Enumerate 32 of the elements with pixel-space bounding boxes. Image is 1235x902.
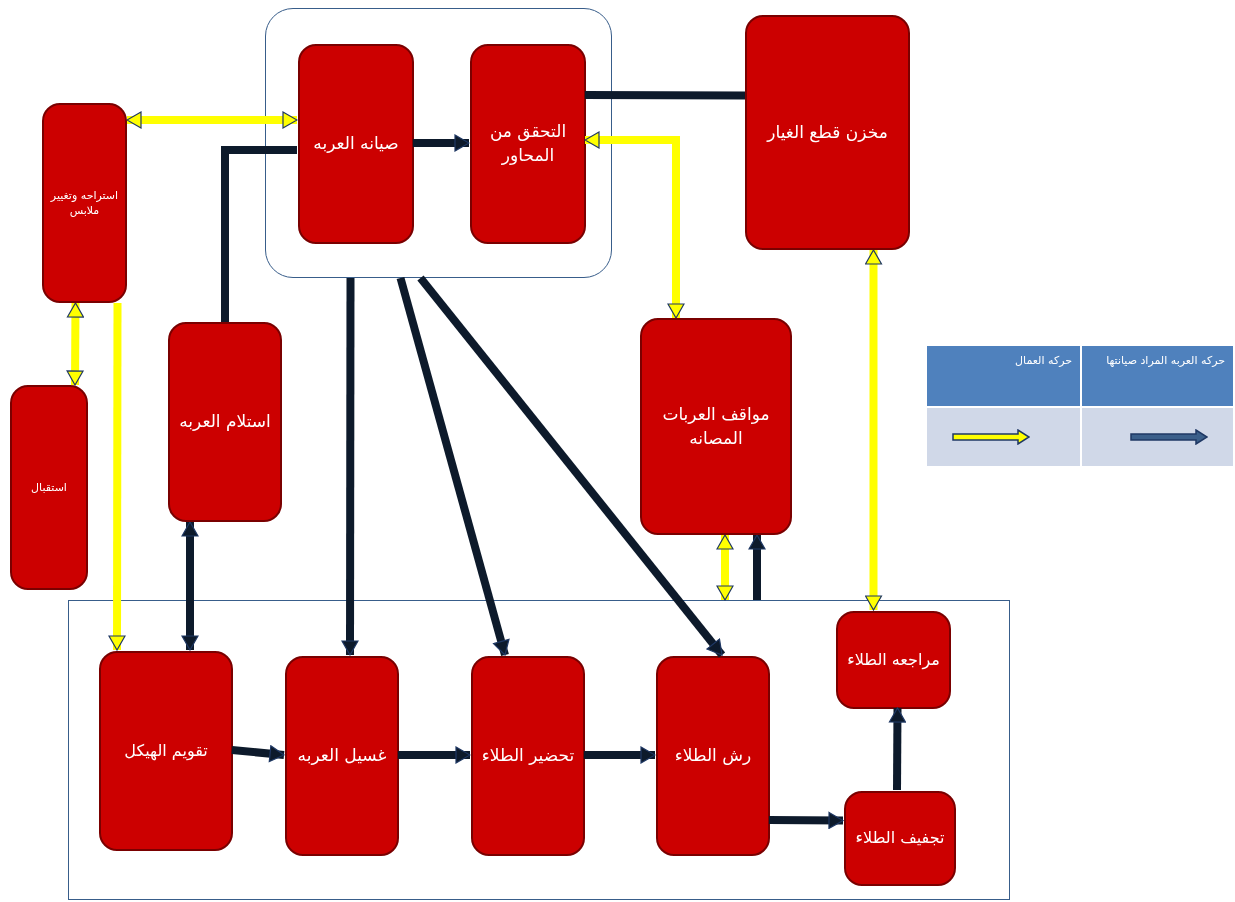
arrow <box>417 275 726 658</box>
arrow <box>396 276 510 657</box>
process-box: التحقق من المحاور <box>470 44 586 244</box>
arrow <box>413 134 470 152</box>
arrow <box>181 521 199 651</box>
arrow <box>888 707 906 791</box>
process-box: استلام العربه <box>168 322 282 522</box>
arrow <box>126 111 298 129</box>
arrow <box>716 534 734 601</box>
arrow <box>231 745 285 763</box>
process-box: رش الطلاء <box>656 656 770 856</box>
process-box: استقبال <box>10 385 88 590</box>
process-box: تحضير الطلاء <box>471 656 585 856</box>
process-box: مراجعه الطلاء <box>836 611 951 709</box>
group-frame <box>68 600 1010 900</box>
process-box: استراحه وتغيير ملابس <box>42 103 127 303</box>
process-box: مواقف العربات المصانه <box>640 318 792 535</box>
process-box: صيانه العربه <box>298 44 414 244</box>
process-box: تجفيف الطلاء <box>844 791 956 886</box>
arrow <box>398 746 471 764</box>
arrow <box>66 302 84 386</box>
process-box: مخزن قطع الغيار <box>745 15 910 250</box>
arrow <box>864 249 883 611</box>
arrow <box>584 131 685 319</box>
legend-header-cell: حركه العمال <box>927 346 1080 406</box>
arrow <box>768 811 844 829</box>
group-frame <box>265 8 612 278</box>
process-box: تقويم الهيكل <box>99 651 233 851</box>
process-box: غسيل العربه <box>285 656 399 856</box>
arrow <box>108 303 126 651</box>
arrow <box>584 746 656 764</box>
legend-header-cell: حركه العربه المراد صيانتها <box>1082 346 1233 406</box>
